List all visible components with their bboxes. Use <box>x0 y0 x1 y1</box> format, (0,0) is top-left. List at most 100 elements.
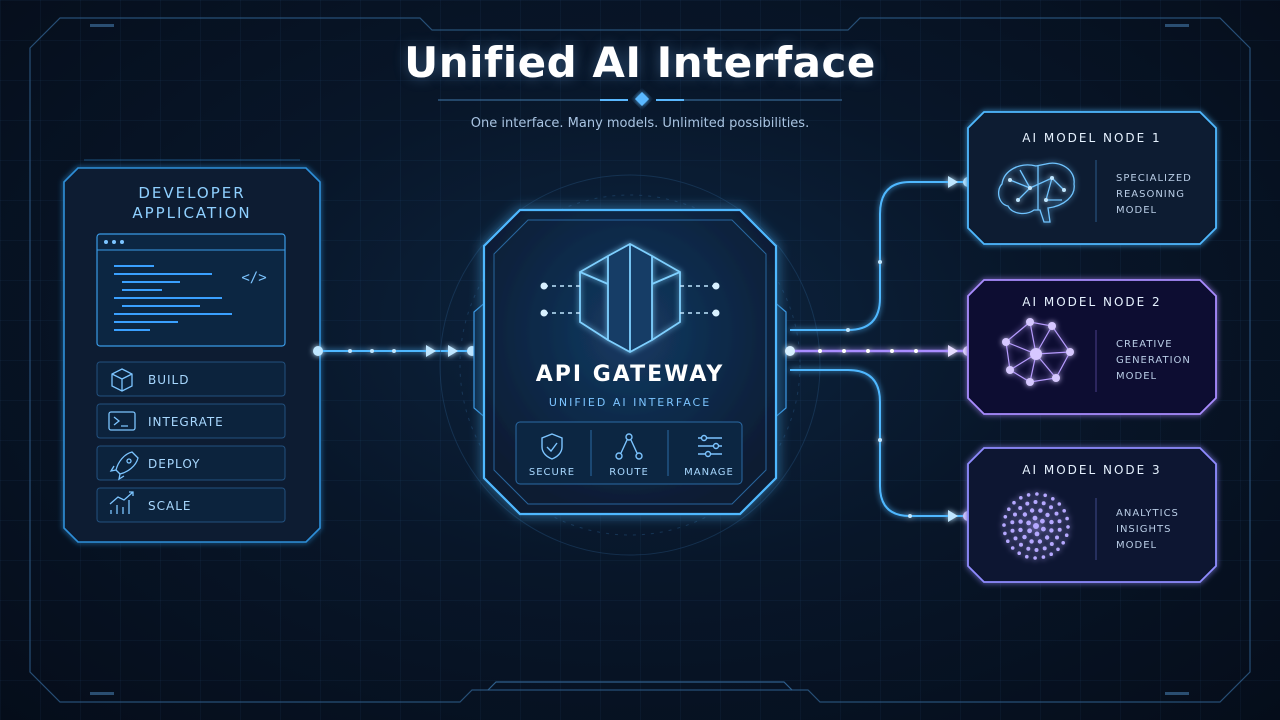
sphere-dot <box>1040 518 1045 524</box>
node-2-title: AI MODEL NODE 2 <box>1022 295 1162 309</box>
sphere-dot <box>1041 555 1046 559</box>
step-deploy: DEPLOY <box>148 457 201 471</box>
sphere-dot <box>1003 515 1008 519</box>
sphere-dot <box>1025 554 1029 559</box>
title-diamond-icon <box>634 91 650 107</box>
sphere-dot <box>1057 502 1062 506</box>
node-1-description: SPECIALIZED REASONING MODEL <box>1116 171 1192 219</box>
feature-route: ROUTE <box>609 467 649 478</box>
bar-chart-icon <box>109 491 134 514</box>
connector-dev-to-gateway <box>313 345 477 357</box>
sphere-dot <box>1055 535 1059 540</box>
sphere-dot <box>1049 542 1054 546</box>
sphere-dot <box>1033 556 1037 560</box>
gateway-feature-box <box>515 421 743 485</box>
sphere-dot <box>1022 512 1028 517</box>
feature-manage: MANAGE <box>684 467 734 478</box>
arrow-head-icon <box>448 345 458 357</box>
sphere-dot <box>1042 546 1047 551</box>
arrow-head-icon <box>426 345 436 357</box>
sphere-dot <box>1057 519 1062 524</box>
sphere-dot <box>1043 493 1047 498</box>
rocket-icon <box>109 451 139 481</box>
sphere-dot <box>1033 500 1038 504</box>
sliders-icon <box>698 434 722 458</box>
sphere-dot <box>1027 528 1032 534</box>
sphere-dot <box>1054 511 1059 516</box>
sphere-dot <box>1044 535 1050 540</box>
gateway-subtitle: UNIFIED AI INTERFACE <box>548 396 712 409</box>
developer-application-title: DEVELOPER APPLICATION <box>66 183 318 223</box>
code-lines <box>114 265 232 331</box>
node-1-desc-line: MODEL <box>1116 205 1158 216</box>
outer-frame <box>29 17 1251 703</box>
sphere-dot <box>1002 523 1006 527</box>
sphere-dot <box>1064 533 1069 537</box>
sphere-dot <box>1003 531 1007 536</box>
sphere-dot <box>1049 519 1054 525</box>
node-3-desc-line: ANALYTICS <box>1116 508 1179 519</box>
node-1-title: AI MODEL NODE 1 <box>1022 131 1162 145</box>
bottom-frame-tab <box>487 681 793 691</box>
sphere-dot <box>1019 542 1023 547</box>
node-3-description: ANALYTICS INSIGHTS MODEL <box>1116 506 1179 554</box>
network-icon <box>1002 318 1074 386</box>
dot-sphere-icon <box>1002 492 1070 560</box>
route-icon <box>615 433 643 460</box>
connector-gateway-to-node-2 <box>785 345 973 357</box>
developer-title-line-2: APPLICATION <box>132 204 252 222</box>
gateway-title: API GATEWAY <box>535 362 725 387</box>
feature-secure: SECURE <box>528 467 576 478</box>
sphere-dot <box>1061 541 1065 545</box>
sphere-dot <box>1066 525 1070 529</box>
sphere-dot <box>1041 501 1046 506</box>
connector-gateway-to-node-1 <box>790 176 973 332</box>
sphere-dot <box>1022 534 1027 540</box>
sphere-dot <box>1049 528 1054 533</box>
sphere-dot <box>1012 500 1016 505</box>
sphere-dot <box>1025 501 1030 506</box>
ai-model-node-2 <box>967 279 1217 415</box>
developer-application-panel: </> <box>63 159 321 543</box>
sphere-dot <box>1033 523 1039 529</box>
sphere-dot <box>1032 515 1038 521</box>
cube-icon <box>111 368 133 392</box>
ai-model-node-3 <box>967 447 1217 583</box>
api-gateway-panel <box>439 174 821 556</box>
node-2-desc-line: MODEL <box>1116 371 1158 382</box>
sphere-dot <box>1029 539 1034 544</box>
sphere-dot <box>1038 508 1043 513</box>
node-2-desc-line: GENERATION <box>1116 355 1191 366</box>
sphere-dot <box>1051 497 1055 501</box>
gateway-port-lines <box>544 285 716 314</box>
node-2-desc-line: CREATIVE <box>1116 339 1173 350</box>
sphere-dot <box>1013 512 1017 517</box>
sphere-dot <box>1029 508 1035 513</box>
sphere-dot <box>1065 516 1069 521</box>
node-3-desc-line: INSIGHTS <box>1116 524 1172 535</box>
sphere-dot <box>1034 548 1039 552</box>
node-3-desc-line: MODEL <box>1116 540 1158 551</box>
code-window: </> <box>96 233 286 347</box>
sphere-dot <box>1057 527 1062 532</box>
node-2-description: CREATIVE GENERATION MODEL <box>1116 337 1191 385</box>
sphere-dot <box>1026 493 1031 497</box>
sphere-dot <box>1007 507 1011 512</box>
page-title: Unified AI Interface <box>404 38 876 87</box>
sphere-dot <box>1035 492 1039 496</box>
sphere-dot <box>1056 547 1060 552</box>
step-rows <box>96 361 286 523</box>
sphere-dot <box>1017 551 1021 555</box>
sphere-dot <box>1010 528 1015 533</box>
sphere-dot <box>1034 531 1040 537</box>
sphere-dot <box>1018 527 1023 533</box>
sphere-dot <box>1026 520 1031 526</box>
node-3-title: AI MODEL NODE 3 <box>1022 463 1162 477</box>
sphere-dot <box>1006 539 1010 543</box>
title-underline <box>438 91 842 107</box>
sphere-dot <box>1037 539 1043 544</box>
node-1-desc-line: SPECIALIZED <box>1116 173 1192 184</box>
sphere-dot <box>1062 509 1066 513</box>
sphere-dot <box>1010 520 1015 525</box>
